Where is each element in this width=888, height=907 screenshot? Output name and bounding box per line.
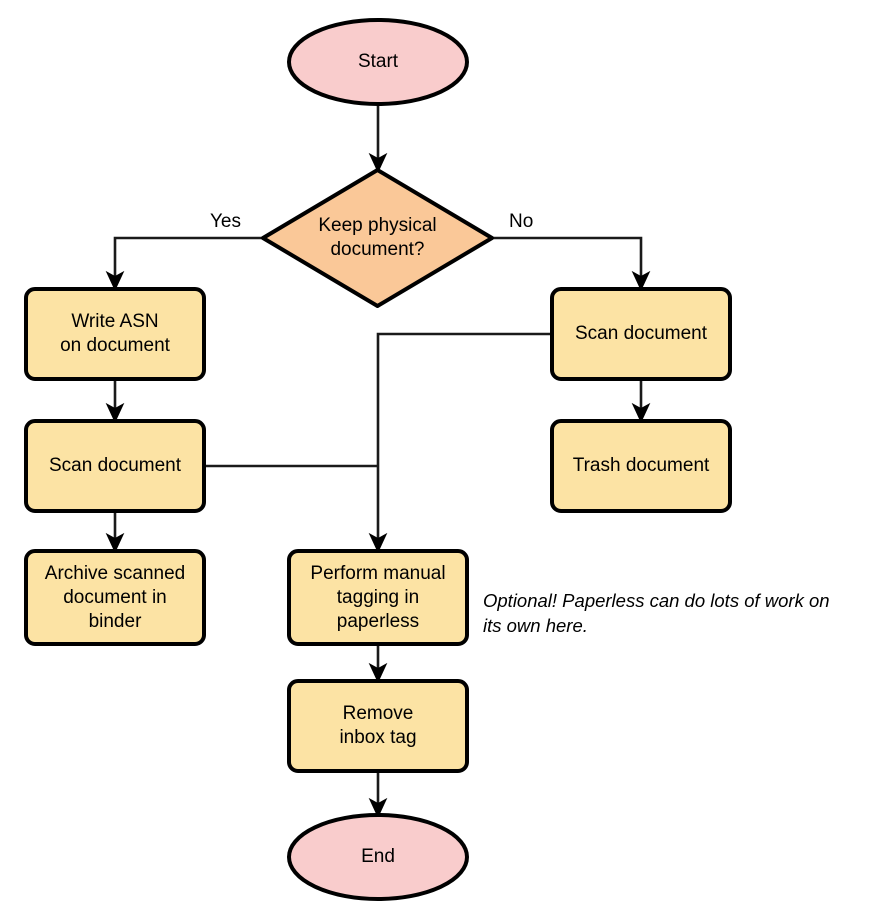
edge-label-yes: Yes [210, 211, 241, 232]
node-trash-document[interactable] [550, 419, 732, 513]
edge-scan-right-to-manual-tagging [368, 332, 552, 554]
node-write-asn-on-document[interactable] [24, 287, 206, 381]
node-remove-inbox-tag[interactable] [287, 679, 469, 773]
node-scan-document-left[interactable] [24, 419, 206, 513]
node-perform-manual-tagging-in-paperless[interactable] [287, 549, 469, 646]
edge-label-no: No [509, 211, 534, 232]
edge-decision-no-to-scan-right [492, 236, 651, 292]
node-end[interactable] [287, 813, 469, 901]
node-scan-document-right[interactable] [550, 287, 732, 381]
node-keep-physical-document[interactable] [261, 168, 494, 308]
optional-note: Optional! Paperless can do lots of work … [483, 590, 830, 636]
node-archive-scanned-document-in-binder[interactable] [24, 549, 206, 646]
edge-decision-yes-to-write-asn [105, 236, 263, 292]
node-start[interactable] [287, 18, 469, 106]
